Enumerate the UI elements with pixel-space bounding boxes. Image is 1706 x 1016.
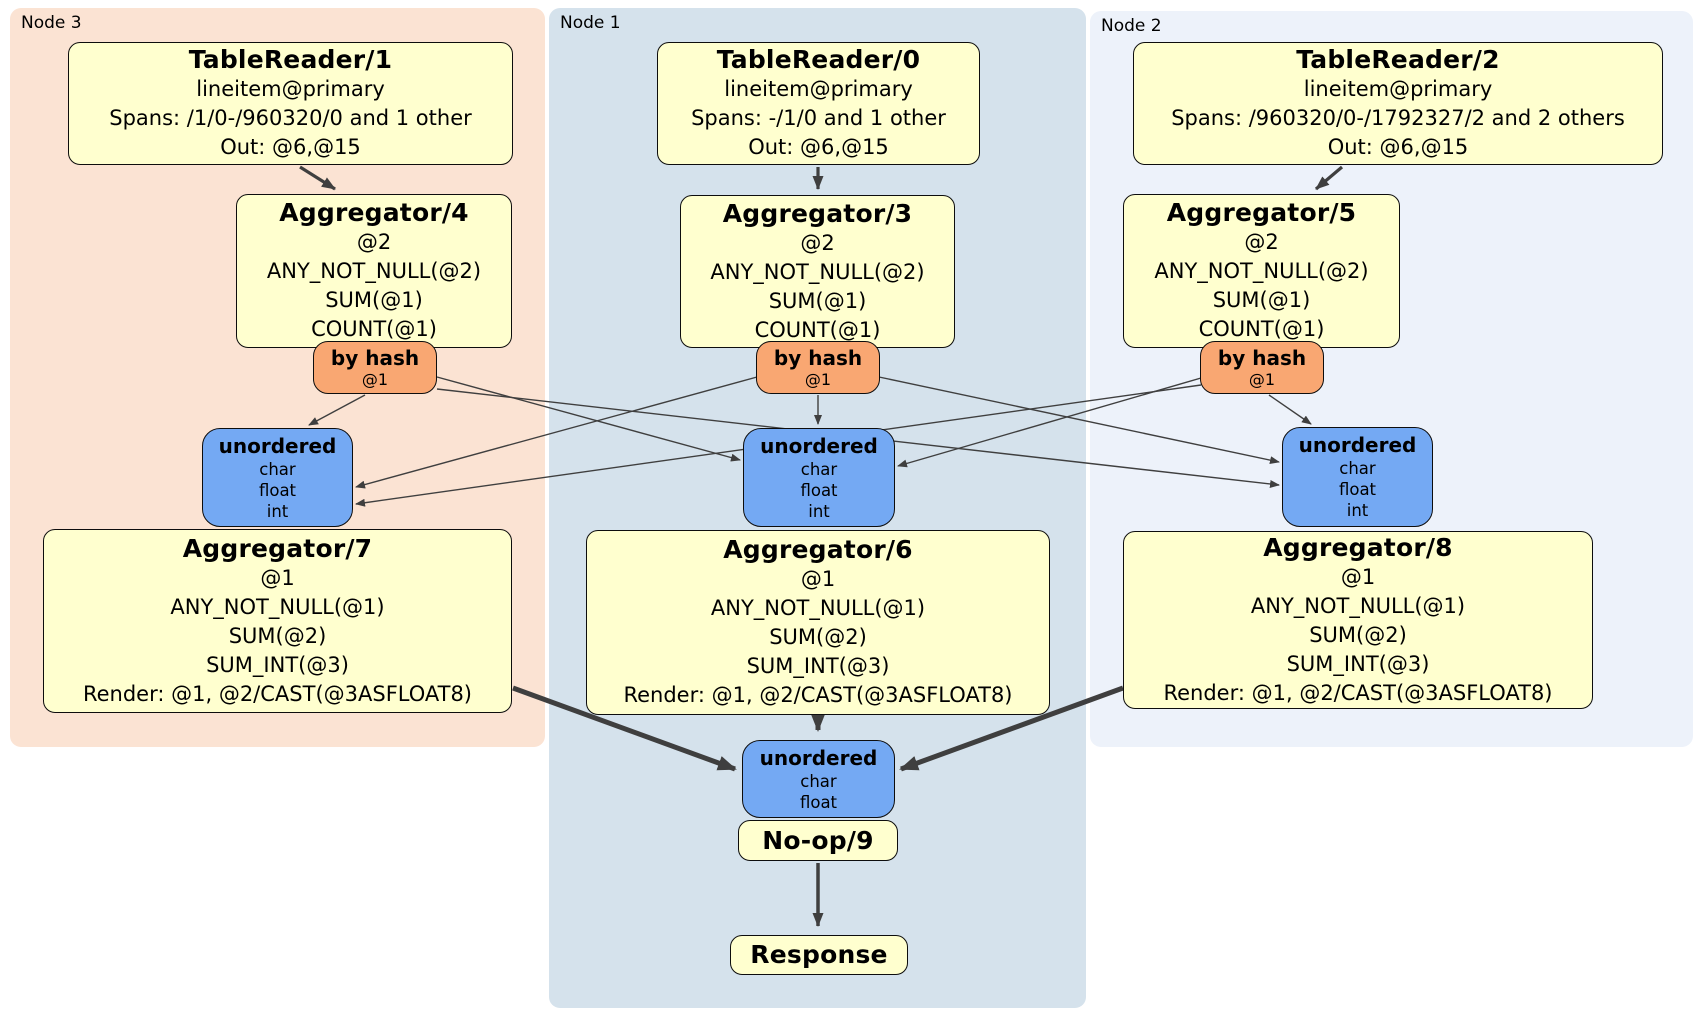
agg-fn: COUNT(@1) [754,317,881,342]
processor-noop-9: No-op/9 [738,820,898,861]
stream-unordered-final: unordered char float [742,740,895,818]
stream-title: unordered [1298,433,1417,457]
processor-aggregator-3: Aggregator/3 @2 ANY_NOT_NULL(@2) SUM(@1)… [680,195,955,348]
agg-fn: SUM(@2) [769,625,867,649]
agg-fn: ANY_NOT_NULL(@2) [266,259,482,283]
router-title: by hash [330,345,420,370]
agg-fn: SUM(@1) [325,288,423,312]
router-title: by hash [1217,345,1307,370]
processor-response: Response [730,935,908,975]
agg-fn: ANY_NOT_NULL(@1) [710,596,926,620]
agg-group-cols: @1 [1340,564,1376,589]
region-label-node1: Node 1 [560,13,621,33]
processor-title: Aggregator/4 [279,198,469,227]
agg-fn: SUM(@1) [1212,288,1311,312]
processor-aggregator-5: Aggregator/5 @2 ANY_NOT_NULL(@2) SUM(@1)… [1123,194,1400,348]
agg-fn: SUM_INT(@3) [746,654,890,678]
router-by-hash-node2: by hash @1 [1200,341,1324,394]
stream-col: char [800,459,838,479]
agg-fn: COUNT(@1) [1198,317,1325,341]
stream-title: unordered [760,433,878,458]
processor-tablereader-1: TableReader/1 lineitem@primary Spans: /1… [68,42,513,165]
processor-title: TableReader/2 [1296,45,1500,74]
agg-group-cols: @2 [356,230,392,254]
processor-index: lineitem@primary [196,77,385,101]
agg-group-cols: @1 [800,567,836,591]
router-key: @1 [804,369,832,389]
router-by-hash-node3: by hash @1 [313,341,437,394]
stream-col: int [266,501,289,521]
agg-fn: ANY_NOT_NULL(@2) [1154,259,1369,283]
processor-title: Aggregator/7 [182,533,373,563]
agg-render: Render: @1, @2/CAST(@3ASFLOAT8) [623,683,1013,707]
agg-group-cols: @2 [1244,230,1279,254]
agg-fn: ANY_NOT_NULL(@1) [170,594,385,619]
stream-col: char [259,459,296,479]
processor-index: lineitem@primary [1303,77,1493,101]
processor-title: No-op/9 [762,825,874,855]
agg-fn: SUM(@2) [1309,622,1407,647]
processor-title: Aggregator/5 [1166,198,1357,227]
processor-title: TableReader/1 [188,45,393,74]
stream-col: int [1346,501,1369,520]
region-label-node3: Node 3 [21,13,82,33]
agg-group-cols: @1 [260,565,295,590]
processor-out: Out: @6,@15 [748,135,889,159]
stream-col: float [258,480,297,500]
agg-group-cols: @2 [800,230,835,255]
agg-render: Render: @1, @2/CAST(@3ASFLOAT8) [1163,680,1553,705]
agg-fn: SUM(@2) [228,623,327,648]
processor-index: lineitem@primary [724,77,913,101]
stream-col: char [800,771,837,791]
stream-title: unordered [218,433,337,458]
stream-unordered-node1: unordered char float int [743,428,895,527]
agg-fn: ANY_NOT_NULL(@2) [710,259,925,284]
agg-fn: COUNT(@1) [311,317,437,341]
processor-title: Response [750,940,888,969]
router-by-hash-node1: by hash @1 [756,341,880,394]
agg-render: Render: @1, @2/CAST(@3ASFLOAT8) [82,681,473,706]
processor-spans: Spans: /1/0-/960320/0 and 1 other [109,106,472,130]
stream-col: int [808,501,830,521]
processor-spans: Spans: -/1/0 and 1 other [691,106,946,130]
stream-col: float [1338,480,1377,499]
processor-title: Aggregator/3 [722,198,913,228]
processor-tablereader-0: TableReader/0 lineitem@primary Spans: -/… [657,42,980,165]
processor-out: Out: @6,@15 [220,135,361,159]
processor-aggregator-8: Aggregator/8 @1 ANY_NOT_NULL(@1) SUM(@2)… [1123,531,1593,709]
processor-title: TableReader/0 [716,45,921,74]
agg-fn: SUM_INT(@3) [1286,651,1430,676]
processor-aggregator-6: Aggregator/6 @1 ANY_NOT_NULL(@1) SUM(@2)… [586,530,1050,715]
stream-unordered-node3: unordered char float int [202,428,353,527]
processor-title: Aggregator/8 [1263,532,1453,562]
processor-out: Out: @6,@15 [1327,135,1469,159]
processor-title: Aggregator/6 [723,535,913,564]
router-title: by hash [773,345,863,370]
processor-spans: Spans: /960320/0-/1792327/2 and 2 others [1171,106,1625,130]
agg-fn: SUM(@1) [768,288,867,313]
processor-tablereader-2: TableReader/2 lineitem@primary Spans: /9… [1133,42,1663,165]
agg-fn: SUM_INT(@3) [206,652,349,677]
stream-col: char [1339,459,1376,478]
processor-aggregator-7: Aggregator/7 @1 ANY_NOT_NULL(@1) SUM(@2)… [43,529,512,713]
stream-col: float [799,792,838,812]
router-key: @1 [1248,369,1276,389]
stream-col: float [800,480,838,500]
router-key: @1 [361,369,389,389]
processor-aggregator-4: Aggregator/4 @2 ANY_NOT_NULL(@2) SUM(@1)… [236,194,512,348]
stream-title: unordered [759,745,878,770]
region-label-node2: Node 2 [1101,16,1162,36]
stream-unordered-node2: unordered char float int [1282,427,1433,527]
agg-fn: ANY_NOT_NULL(@1) [1250,593,1466,618]
